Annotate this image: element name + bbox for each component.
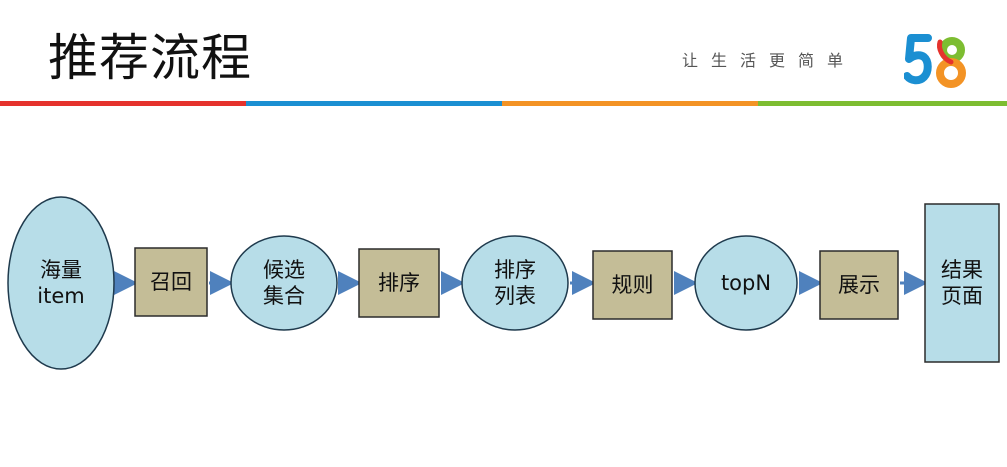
header-stripe-red (0, 101, 246, 106)
logo-58-icon (904, 34, 966, 88)
node-shape-box (134, 247, 208, 317)
node-shape-box (819, 250, 899, 320)
node-rules: 规则 (592, 250, 673, 320)
node-label-line: 排序 (494, 258, 536, 282)
node-shape-page (924, 203, 1000, 363)
node-display: 展示 (819, 250, 899, 320)
node-label-line: 规则 (612, 273, 654, 297)
node-label-line: item (37, 284, 84, 308)
node-label-line: topN (721, 271, 771, 295)
node-shape-box (358, 248, 440, 318)
node-shape-ellipse (7, 196, 115, 370)
node-shape-box (592, 250, 673, 320)
node-label-line: 列表 (494, 284, 536, 308)
page-title: 推荐流程 (48, 29, 252, 87)
node-label-line: 海量 (40, 258, 82, 282)
node-top-n: topN (694, 235, 798, 331)
node-recall: 召回 (134, 247, 208, 317)
node-shape-ellipse (230, 235, 338, 331)
slogan: 让生活更简单 (682, 51, 857, 70)
node-label-line: 结果 (941, 258, 983, 282)
node-label-line: 页面 (941, 284, 983, 308)
header-stripe-orange (502, 101, 758, 106)
header-stripe-blue (246, 101, 502, 106)
node-label-line: 排序 (378, 271, 420, 295)
node-label-line: 候选 (263, 258, 305, 282)
node-shape-ellipse (461, 235, 569, 331)
node-shape-ellipse (694, 235, 798, 331)
node-ranking: 排序 (358, 248, 440, 318)
node-label-line: 召回 (150, 270, 192, 294)
node-label-line: 集合 (263, 284, 305, 308)
node-label-line: 展示 (838, 273, 880, 297)
header-stripe-green (758, 101, 1007, 106)
